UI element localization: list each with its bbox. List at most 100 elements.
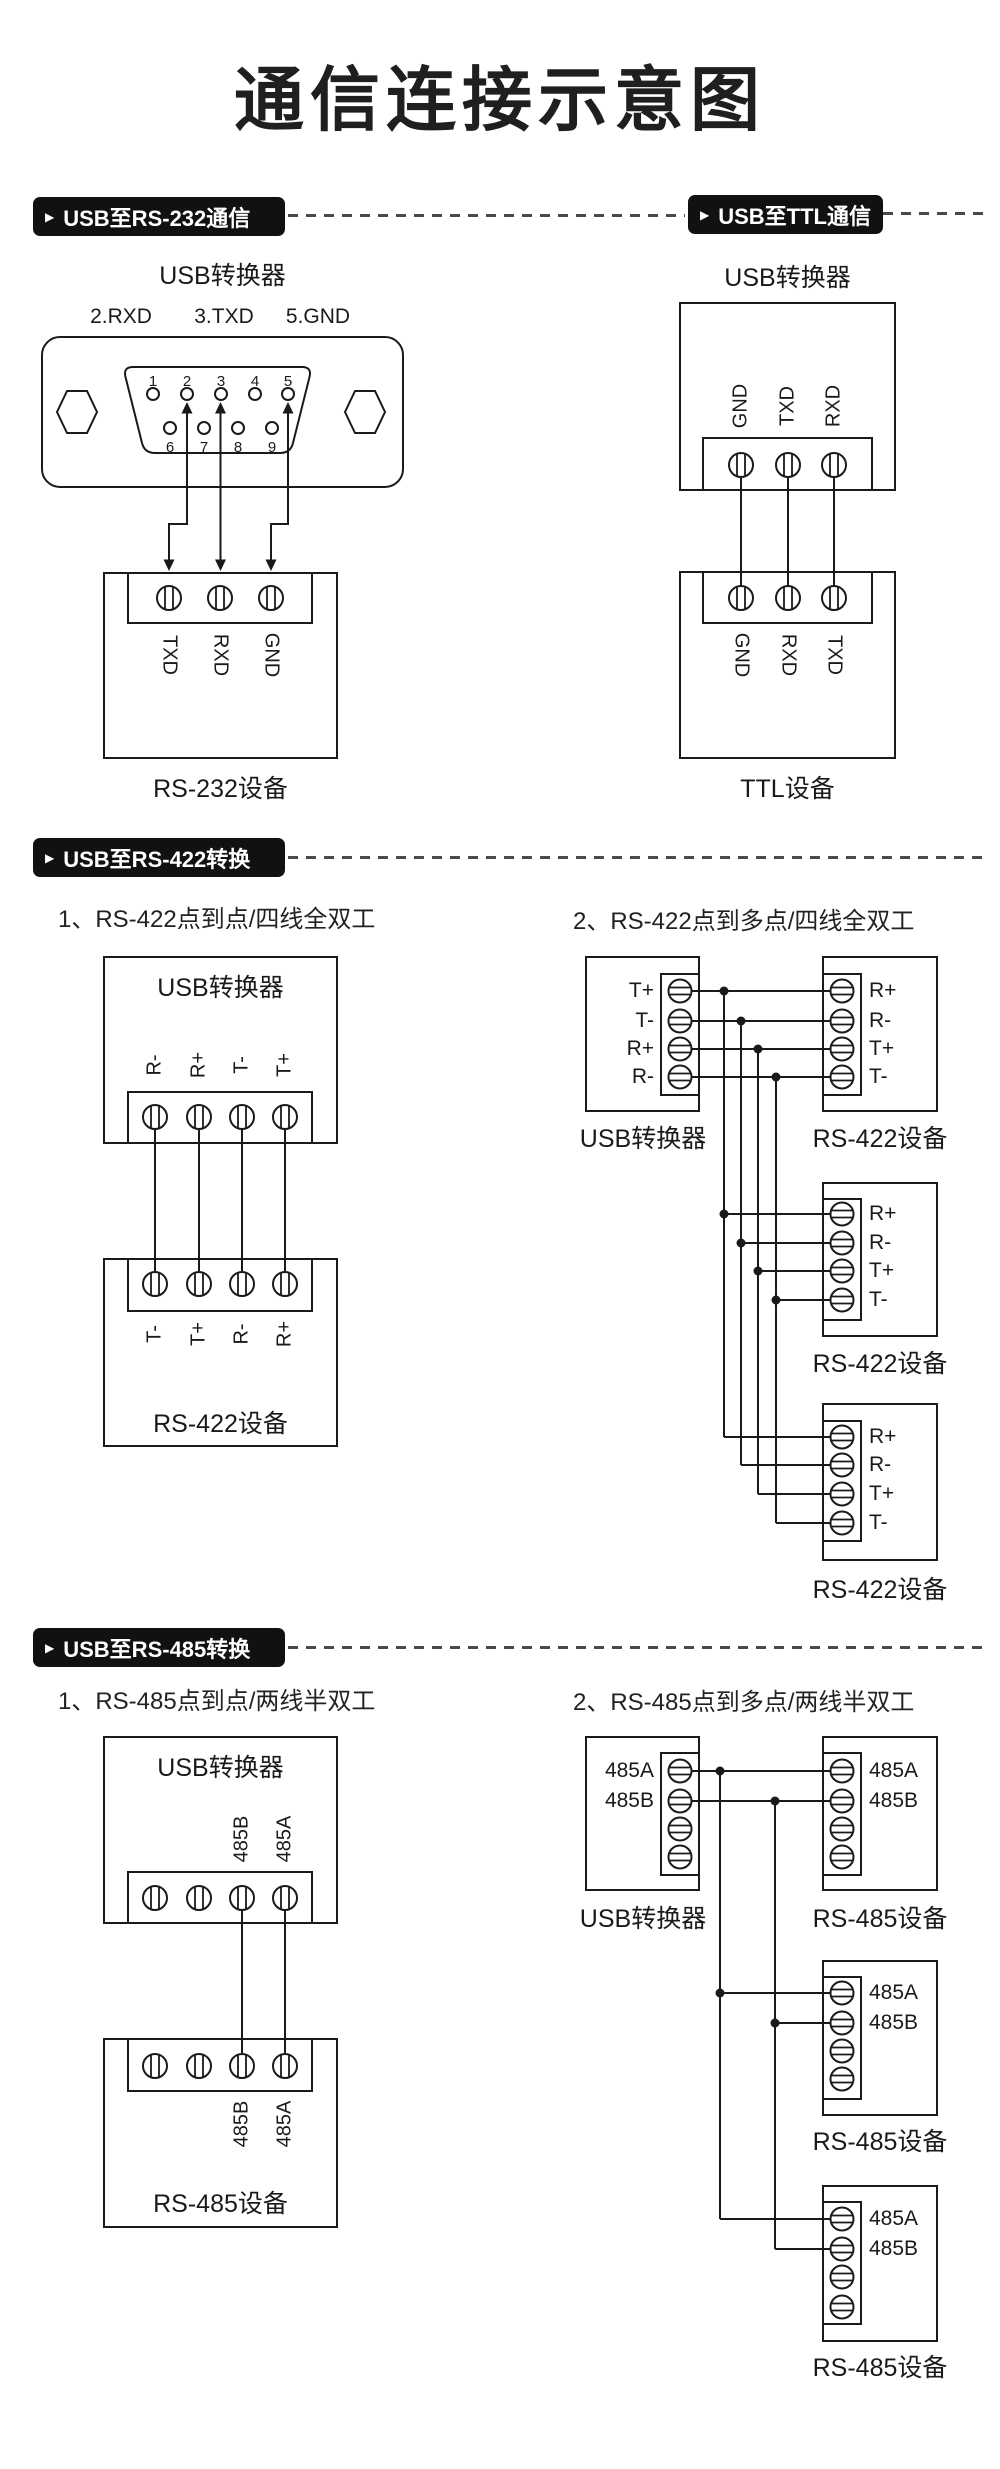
wire <box>168 407 188 562</box>
section-header-label: USB至TTL通信 <box>718 203 871 229</box>
screw-terminal-icon <box>821 585 847 611</box>
converter-caption: USB转换器 <box>579 1905 707 1933</box>
terminal-label: R+ <box>626 1037 654 1060</box>
db9-pin-number: 7 <box>200 439 208 456</box>
screw-terminal-icon <box>829 978 855 1004</box>
rs422-multi-device2-box <box>822 1182 938 1337</box>
screw-terminal-icon <box>829 1844 855 1870</box>
db9-pin <box>265 421 279 435</box>
converter-caption: USB转换器 <box>579 1125 707 1153</box>
terminal-label: T+ <box>869 1037 895 1060</box>
rs485-p2p-device-box <box>103 2038 338 2228</box>
rs485-p2p-converter-box <box>103 1736 338 1924</box>
terminal-label: TXD <box>823 635 846 675</box>
terminal-label: 485A <box>869 1759 919 1782</box>
junction-dot <box>736 1238 746 1248</box>
rs485-multi-device1-box <box>822 1736 938 1891</box>
screw-terminal-icon <box>829 2236 855 2262</box>
terminal-label: 485B <box>869 2237 919 2260</box>
rs232-device-box <box>103 572 338 759</box>
screw-terminal-icon <box>272 1271 298 1297</box>
screw-terminal-icon <box>829 1424 855 1450</box>
terminal-label: R- <box>869 1231 892 1254</box>
screw-terminal-icon <box>829 2264 855 2290</box>
screw-terminal-icon <box>829 1258 855 1284</box>
dashed-connector <box>883 212 985 215</box>
section-header-rs422: ▶ USB至RS-422转换 <box>33 838 285 877</box>
terminal-label: T+ <box>869 1482 895 1505</box>
junction-dot <box>715 1988 725 1998</box>
junction-dot <box>719 986 729 996</box>
terminal-label: R+ <box>869 979 897 1002</box>
screw-terminal-icon <box>667 1036 693 1062</box>
db9-pin-map-label: 5.GND <box>285 305 351 328</box>
junction-dot <box>736 1016 746 1026</box>
junction-dot <box>753 1266 763 1276</box>
terminal-label: 485B <box>869 2011 919 2034</box>
device-caption: RS-422设备 <box>812 1576 948 1604</box>
screw-terminal-icon <box>142 1885 168 1911</box>
screw-terminal-icon <box>142 2053 168 2079</box>
section-header-rs232: ▶ USB至RS-232通信 <box>33 197 285 236</box>
ttl-device-box <box>679 571 896 759</box>
device-caption: RS-485设备 <box>812 2354 948 2382</box>
mounting-hole-icon <box>343 390 387 434</box>
terminal-label: T- <box>869 1065 888 1088</box>
terminal-label: R+ <box>273 1320 296 1348</box>
section-header-label: USB至RS-232通信 <box>63 205 251 231</box>
screw-terminal-icon <box>829 1452 855 1478</box>
chevron-right-icon: ▶ <box>45 209 55 224</box>
screw-terminal-icon <box>667 1758 693 1784</box>
terminal-label: R- <box>631 1065 654 1088</box>
screw-terminal-icon <box>829 1036 855 1062</box>
terminal-label: R- <box>869 1009 892 1032</box>
terminal-label: 485B <box>230 2100 253 2148</box>
screw-terminal-icon <box>829 1230 855 1256</box>
terminal-strip <box>822 973 862 1096</box>
terminal-label: GND <box>260 632 283 678</box>
screw-terminal-icon <box>156 585 182 611</box>
screw-terminal-icon <box>821 452 847 478</box>
arrow-down-icon <box>163 559 175 571</box>
screw-terminal-icon <box>229 1104 255 1130</box>
terminal-label: T- <box>143 1325 166 1343</box>
subsection-title: 2、RS-485点到多点/两线半双工 <box>573 1689 915 1716</box>
terminal-label: GND <box>729 383 752 429</box>
section-header-label: USB至RS-422转换 <box>63 846 251 872</box>
db9-pin <box>214 387 228 401</box>
db9-pin <box>146 387 160 401</box>
section-header-label: USB至RS-485转换 <box>63 1636 251 1662</box>
rs422-multi-device1-box <box>822 956 938 1112</box>
junction-dot <box>771 1295 781 1305</box>
screw-terminal-icon <box>142 1104 168 1130</box>
screw-terminal-icon <box>667 1816 693 1842</box>
db9-dsub-outline <box>124 366 311 454</box>
device-caption: RS-485设备 <box>812 1905 948 1933</box>
terminal-label: T+ <box>187 1322 210 1346</box>
screw-terminal-icon <box>667 978 693 1004</box>
terminal-strip <box>127 2038 313 2092</box>
rs485-multi-converter-box <box>585 1736 700 1891</box>
screw-terminal-icon <box>667 1844 693 1870</box>
screw-terminal-icon <box>829 2010 855 2036</box>
db9-pin-number: 6 <box>166 439 174 456</box>
terminal-strip <box>822 1752 862 1876</box>
db9-pin-number: 3 <box>217 373 225 390</box>
db9-pin-number: 1 <box>149 373 157 390</box>
mounting-hole-icon <box>55 390 99 434</box>
page-title: 通信连接示意图 <box>234 61 766 139</box>
subsection-title: 1、RS-422点到点/四线全双工 <box>58 906 376 933</box>
terminal-label: R- <box>869 1453 892 1476</box>
terminal-strip <box>822 2201 862 2325</box>
terminal-strip <box>822 1198 862 1321</box>
screw-terminal-icon <box>829 2294 855 2320</box>
screw-terminal-icon <box>829 1201 855 1227</box>
terminal-label: T+ <box>628 979 654 1002</box>
terminal-strip <box>127 1091 313 1144</box>
device-caption: TTL设备 <box>740 775 835 803</box>
terminal-strip <box>822 1976 862 2100</box>
junction-dot <box>715 1766 725 1776</box>
terminal-label: T+ <box>273 1053 296 1077</box>
screw-terminal-icon <box>186 1271 212 1297</box>
terminal-label: RXD <box>777 633 800 677</box>
